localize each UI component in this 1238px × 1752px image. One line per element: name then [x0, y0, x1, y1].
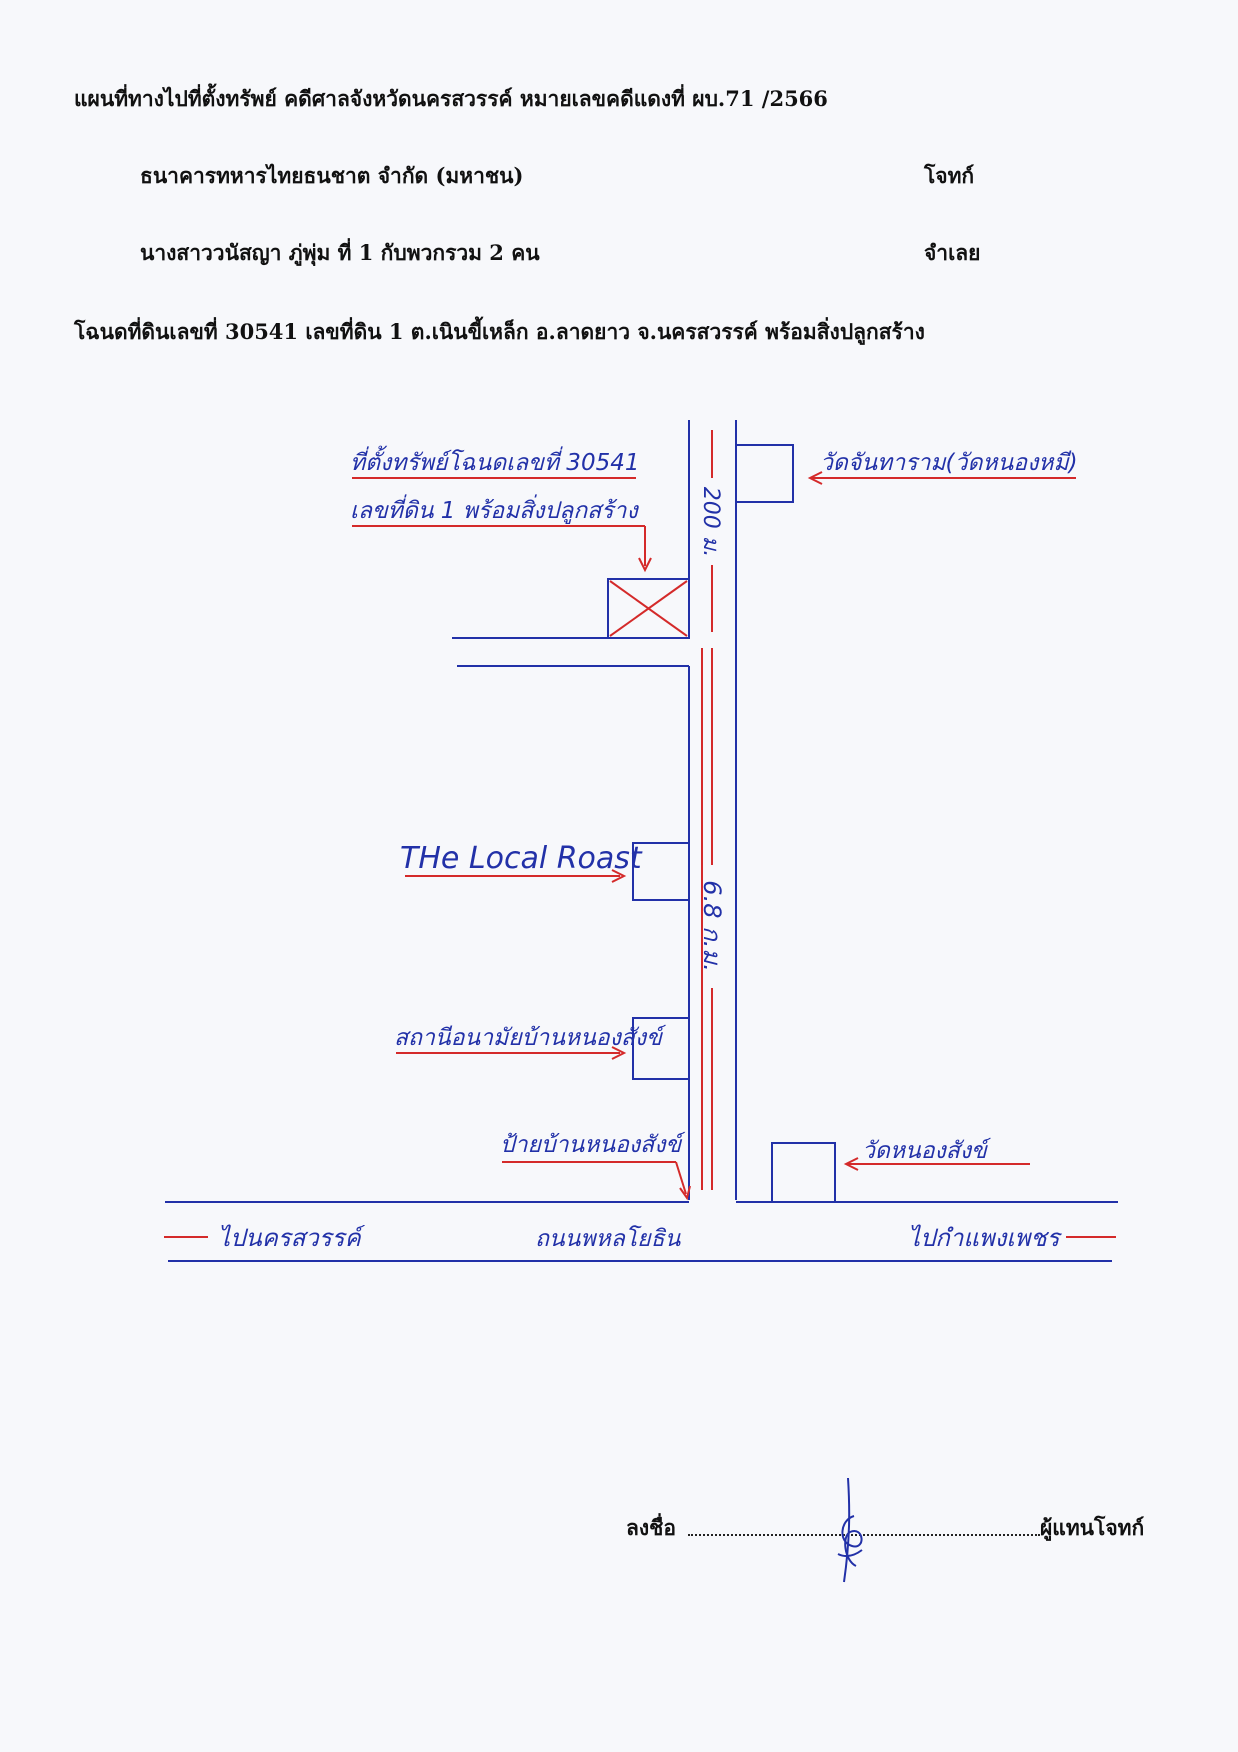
defendant-name: นางสาววนัสญา ภู่พุ่ม ที่ 1 กับพวกรวม 2 ค…: [140, 240, 540, 265]
temple-north-building: [735, 444, 794, 503]
village-sign-arrow-shaft: [675, 1161, 687, 1195]
temple-south-label: วัดหนองสังข์: [862, 1137, 992, 1164]
property-label-line1: ที่ตั้งทรัพย์โฉนดเลขที่ 30541: [350, 445, 639, 476]
distance-label-top: 200 ม.: [698, 487, 723, 557]
village-sign-label: ป้ายบ้านหนองสังข์: [500, 1131, 686, 1158]
deed-description: โฉนดที่ดินเลขที่ 30541 เลขที่ดิน 1 ต.เนิ…: [74, 319, 925, 344]
health-station-building: [632, 1017, 690, 1080]
page-title: แผนที่ทางไปที่ตั้งทรัพย์ คดีศาลจังหวัดนค…: [74, 86, 828, 111]
health-station-label: สถานีอนามัยบ้านหนองสังข์: [394, 1024, 667, 1051]
defendant-role: จำเลย: [924, 240, 981, 265]
temple-north-label: วัดจันทาราม(วัดหนองหมี): [820, 450, 1078, 476]
highway-label: ถนนพหลโยธิน: [535, 1225, 682, 1252]
cafe-arrow-head: [611, 869, 627, 883]
cafe-building: [632, 842, 690, 901]
temple-south-arrow-head: [843, 1157, 859, 1171]
temple-north-arrow-head: [807, 471, 823, 485]
to-right-label: ไปกำแพงเพชร: [908, 1224, 1063, 1252]
signature-role: ผู้แทนโจทก์: [1040, 1515, 1145, 1540]
distance-label-main: 6.8 ก.ม.: [698, 880, 726, 971]
property-arrow-head: [638, 557, 652, 573]
property-x-mark-b: [609, 580, 688, 637]
handwritten-signature: [837, 1477, 863, 1583]
to-left-label: ไปนครสวรรค์: [218, 1224, 366, 1252]
plaintiff-role: โจทก์: [924, 163, 975, 188]
temple-south-building: [771, 1142, 836, 1203]
property-label-line2: เลขที่ดิน 1 พร้อมสิ่งปลูกสร้าง: [350, 494, 639, 524]
signature-line: [688, 1534, 1040, 1536]
plaintiff-name: ธนาคารทหารไทยธนชาต จำกัด (มหาชน): [140, 163, 524, 188]
health-station-arrow-head: [611, 1046, 627, 1060]
property-building: [607, 578, 690, 639]
signature-label: ลงชื่อ: [626, 1515, 676, 1540]
cafe-label: THe Local Roast: [400, 841, 643, 876]
village-sign-arrow-head: [679, 1185, 691, 1201]
